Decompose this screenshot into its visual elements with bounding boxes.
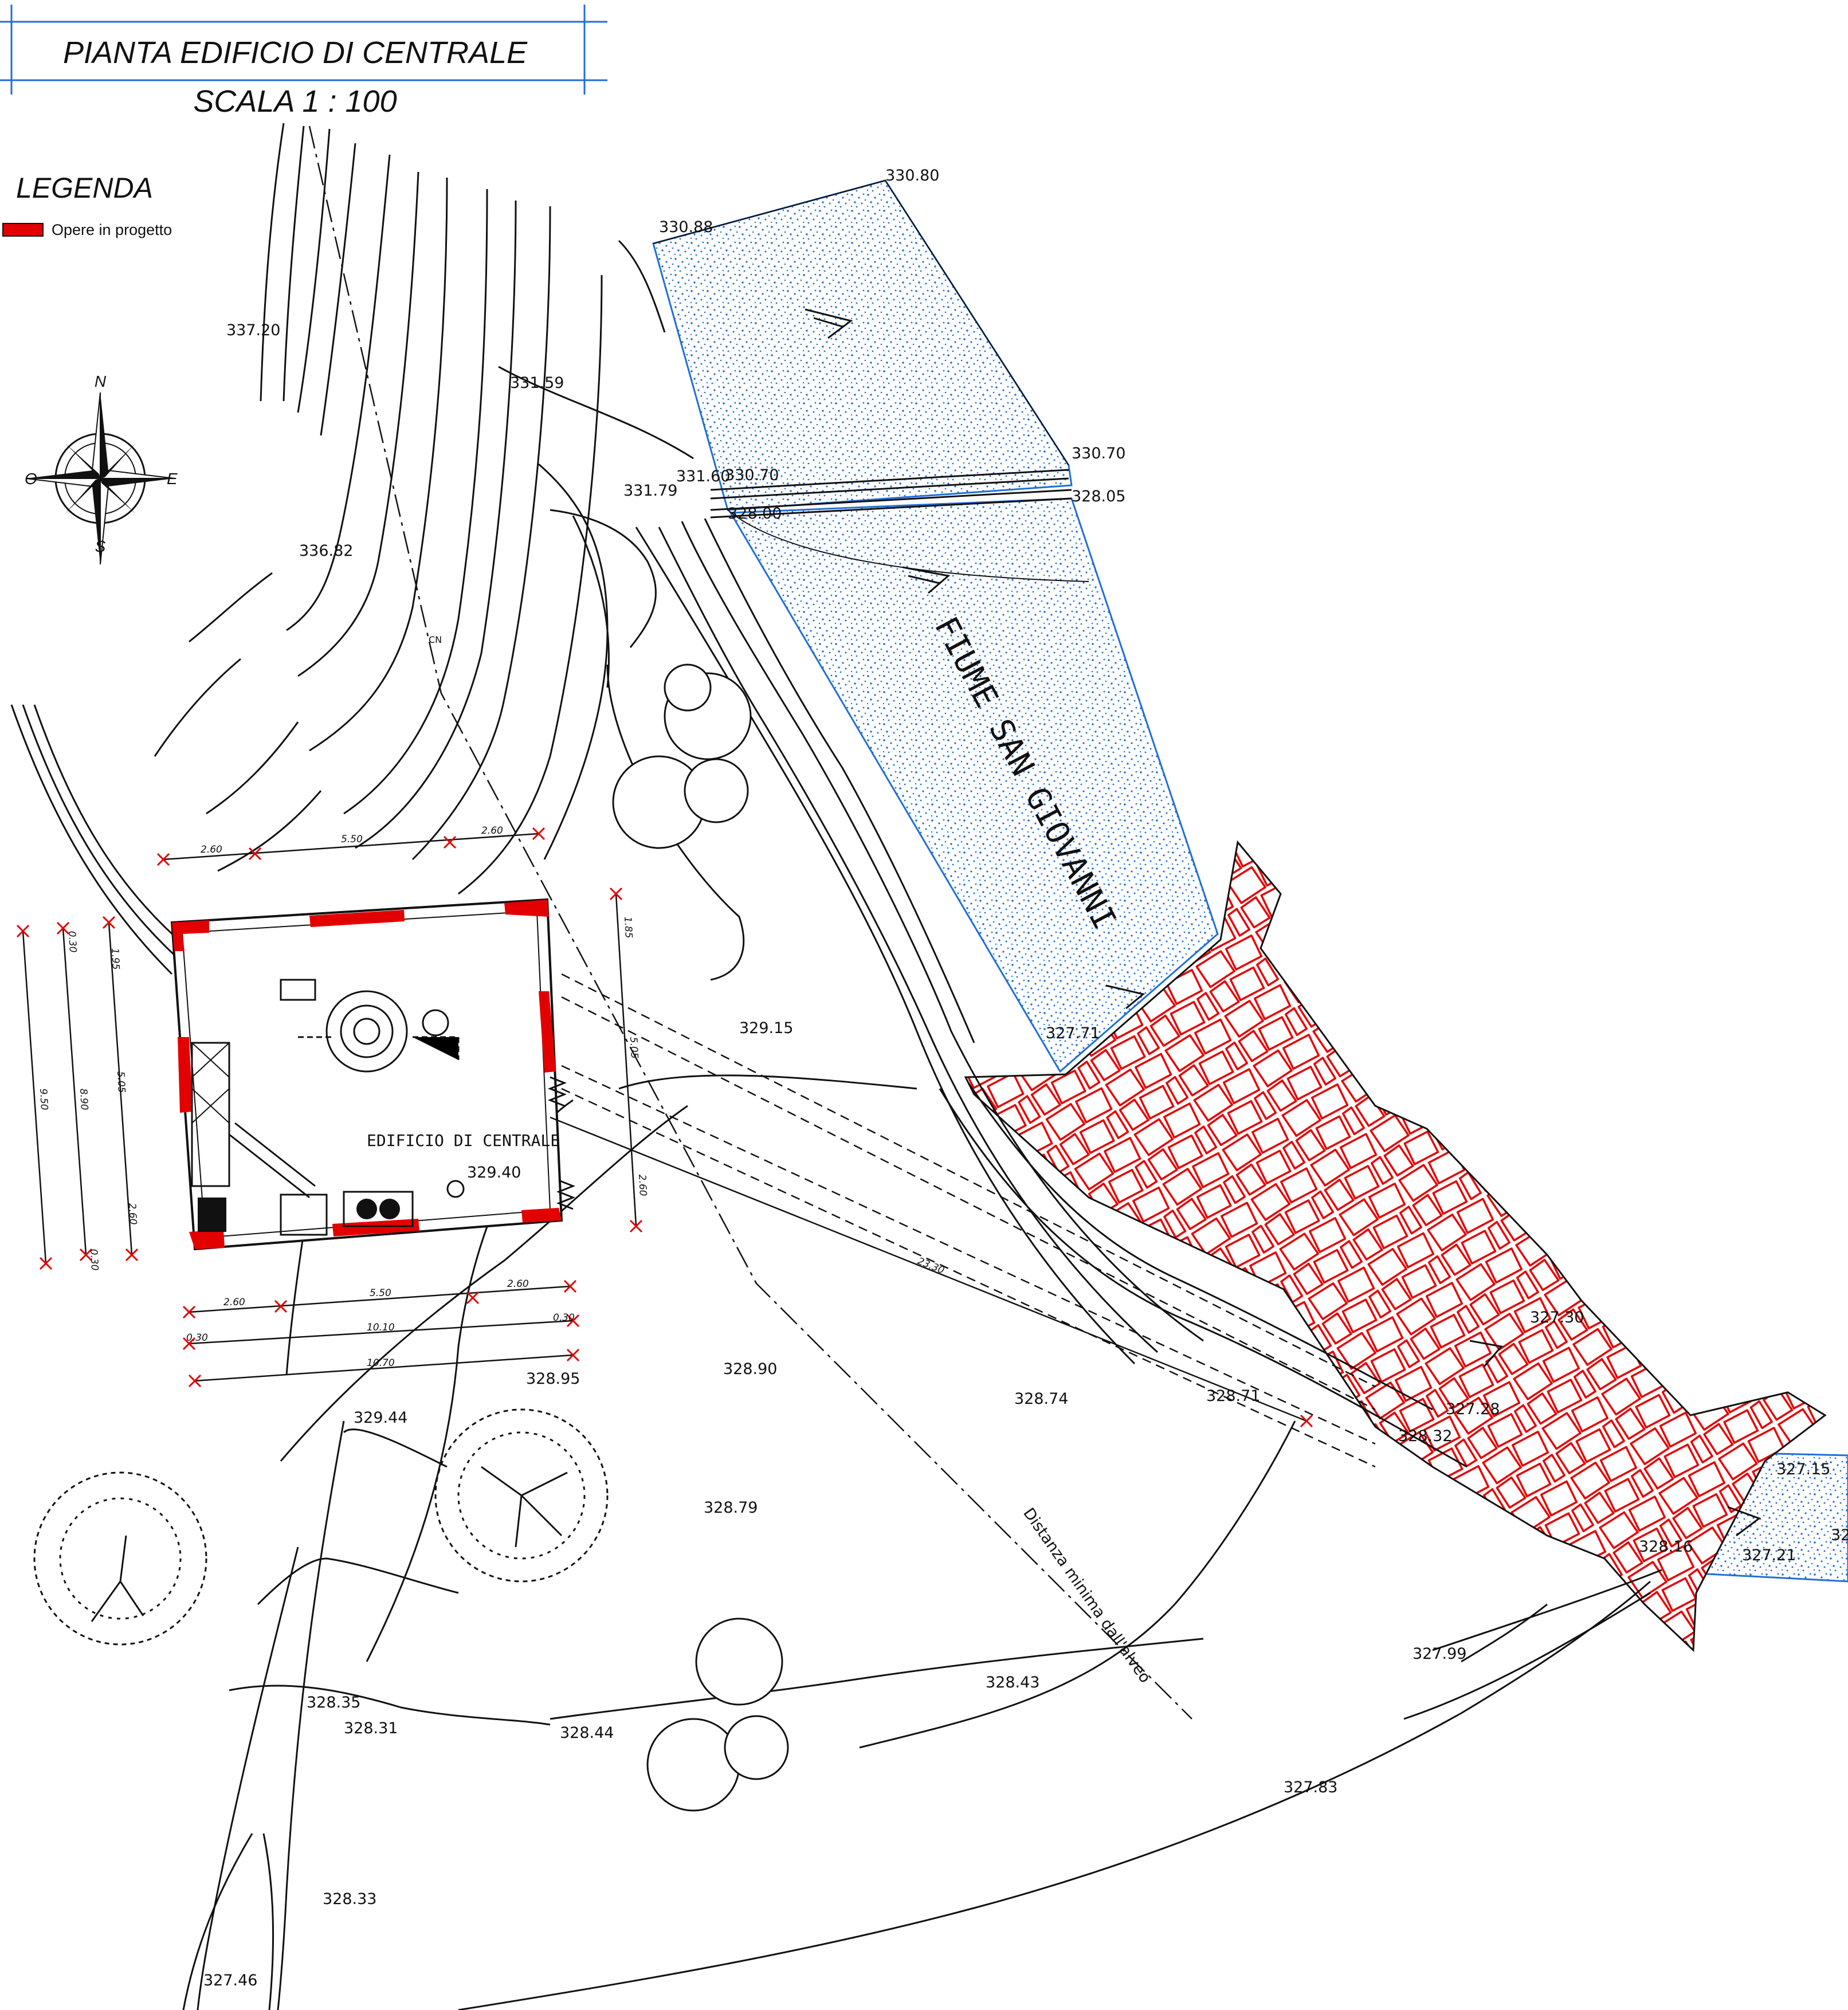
riprap-protection (964, 840, 1827, 1652)
elevation-336-82: 336.82 (299, 542, 353, 560)
title-block: PIANTA EDIFICIO DI CENTRALE SCALA 1 : 10… (0, 5, 607, 119)
elevation-337-20: 337.20 (226, 321, 280, 339)
elevation-328-00: 328.00 (728, 505, 782, 523)
dim-right-3: 2.60 (636, 1174, 649, 1196)
compass-north: N (95, 372, 107, 390)
elevation-327-83: 327.83 (1284, 1779, 1337, 1796)
building-elevation: 329.40 (467, 1164, 521, 1181)
legend-swatch-project (2, 223, 44, 237)
flow-arrow-icon (805, 308, 853, 339)
legend: LEGENDA Opere in progetto (2, 172, 172, 238)
compass-south: S (95, 537, 106, 555)
dimension-lines (22, 833, 1307, 1422)
elevation-331-60: 331.60 (676, 468, 730, 485)
elevation-328-35: 328.35 (307, 1694, 360, 1711)
dim-right-2: 5.05 (627, 1037, 640, 1059)
page-title: PIANTA EDIFICIO DI CENTRALE (63, 36, 528, 70)
elevation-330-80: 330.80 (885, 167, 939, 184)
tree-cluster-north (612, 664, 752, 849)
spot-elevation-icon (446, 1180, 465, 1198)
dim-total-1: 10.10 (367, 1322, 395, 1333)
elevation-328-43: 328.43 (986, 1674, 1039, 1691)
elevation-328-74: 328.74 (1014, 1390, 1068, 1408)
minimum-distance-label: Distanza minima dall'alveo (1019, 1505, 1154, 1686)
dim-bottom-3: 2.60 (507, 1278, 529, 1290)
flow-arrows (805, 308, 1761, 1537)
elevation-328-90: 328.90 (723, 1360, 777, 1378)
elevation-330-70-west: 330.70 (725, 466, 779, 484)
elevation-327-30: 327.30 (1530, 1309, 1584, 1326)
elevation-330-70-east: 330.70 (1072, 445, 1125, 462)
dim-left-3: 5.05 (115, 1071, 127, 1093)
flow-arrow-icon (902, 566, 951, 594)
elevation-327-99: 327.99 (1413, 1645, 1466, 1663)
compass-east: E (167, 470, 178, 488)
dim-small-2: 0.30 (553, 1312, 575, 1324)
dim-left-6: 0.30 (66, 931, 79, 953)
elevation-328-31: 328.31 (344, 1720, 398, 1737)
dim-diagonal: 23.30 (916, 1255, 946, 1277)
elevation-329-15: 329.15 (739, 1019, 793, 1037)
scale-label: SCALA 1 : 100 (193, 84, 397, 119)
elevation-327-15: 327.15 (1776, 1461, 1830, 1478)
legend-heading: LEGENDA (16, 172, 153, 204)
dim-left-4: 2.60 (126, 1203, 139, 1225)
flow-arrow-icon (1105, 984, 1145, 1010)
contour-lines (10, 123, 1662, 2010)
dim-top-2: 5.50 (341, 834, 363, 845)
minimum-distance-axis (308, 125, 1192, 1720)
dim-left-5: 0.30 (88, 1249, 100, 1271)
elevation-328-33: 328.33 (323, 1890, 376, 1908)
dim-total-2: 10.70 (367, 1357, 395, 1369)
elevation-331-79: 331.79 (623, 482, 677, 500)
dim-bottom-1: 2.60 (223, 1297, 245, 1308)
elevation-328-05: 328.05 (1072, 488, 1125, 505)
contour-label: CN (429, 634, 442, 645)
penstock-pipe (561, 973, 1376, 1468)
tree-broadleaf-2 (33, 1471, 207, 1646)
elevation-327-28: 327.28 (1446, 1400, 1500, 1418)
dim-bottom-2: 5.50 (370, 1287, 391, 1299)
elevation-326-partial: 326 (1831, 1526, 1848, 1544)
dim-small-1: 0.30 (186, 1332, 208, 1344)
dim-top-1: 2.60 (201, 844, 222, 855)
elevation-327-21: 327.21 (1742, 1546, 1796, 1564)
dim-left-2: 8.90 (77, 1088, 90, 1110)
flow-arrow-icon (1469, 1340, 1503, 1367)
compass-rose-icon: N S E O (25, 372, 178, 565)
legend-item-label: Opere in progetto (52, 221, 172, 238)
elevation-331-59: 331.59 (510, 374, 564, 392)
flow-arrow-icon (1727, 1506, 1761, 1537)
tree-broadleaf-1 (434, 1408, 609, 1583)
elevation-labels: 330.80 330.88 337.20 331.59 330.70 328.0… (203, 167, 1848, 1989)
elevation-327-46: 327.46 (203, 1972, 257, 1989)
elevation-328-71: 328.71 (1206, 1387, 1260, 1405)
dimension-ticks (16, 827, 1313, 1428)
bridge-crossing (710, 469, 1072, 519)
elevation-328-95: 328.95 (526, 1370, 580, 1388)
building-label: EDIFICIO DI CENTRALE (367, 1131, 560, 1150)
elevation-329-44: 329.44 (354, 1409, 407, 1427)
dim-top-3: 2.60 (481, 825, 503, 837)
power-station-building: EDIFICIO DI CENTRALE 329.40 (170, 898, 576, 1251)
elevation-328-44: 328.44 (560, 1724, 614, 1742)
elevation-327-71: 327.71 (1046, 1024, 1100, 1042)
elevation-328-79: 328.79 (704, 1499, 758, 1517)
elevation-330-88: 330.88 (659, 218, 713, 236)
dim-left-7: 1.95 (109, 948, 121, 970)
dim-right-1: 1.85 (622, 916, 634, 939)
elevation-328-32: 328.32 (1398, 1427, 1452, 1445)
tree-cluster-south (646, 1618, 789, 1812)
elevation-328-16: 328.16 (1639, 1538, 1693, 1556)
compass-west: O (25, 470, 37, 488)
dim-left-1: 9.50 (37, 1088, 50, 1110)
